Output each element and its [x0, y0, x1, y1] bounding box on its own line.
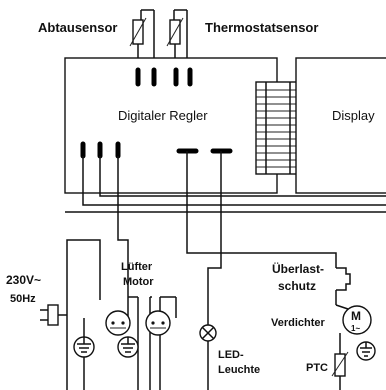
- supply-voltage-label: 230V~: [6, 273, 41, 287]
- overload-protector-icon: [335, 266, 351, 305]
- mains-plug-icon: [40, 304, 67, 326]
- controller-label: Digitaler Regler: [118, 108, 208, 123]
- defrost-sensor-symbol: [129, 9, 155, 58]
- connector-coil: [255, 81, 301, 175]
- overload-label-2: schutz: [278, 279, 316, 293]
- fan-motor-label-2: Motor: [123, 276, 154, 288]
- fan-motor-2-icon: [145, 310, 171, 336]
- defrost-sensor-label: Abtausensor: [38, 20, 117, 35]
- overload-label-1: Überlast-: [272, 261, 324, 276]
- led-lamp-icon: [199, 324, 217, 390]
- earth-symbol-1: [73, 336, 95, 358]
- fan-motor-label-1: Lüfter: [121, 261, 153, 273]
- compressor-label: Verdichter: [271, 317, 326, 329]
- display-label: Display: [332, 108, 375, 123]
- supply-frequency-label: 50Hz: [10, 293, 36, 305]
- fan-motor-1-icon: [105, 310, 131, 336]
- compressor-motor-symbol: M: [351, 309, 361, 323]
- compressor-earth-symbol: [356, 341, 376, 361]
- compressor-motor-icon: M 1~: [335, 304, 372, 335]
- compressor-motor-phase: 1~: [351, 324, 360, 333]
- led-label-2: Leuchte: [218, 364, 260, 376]
- earth-symbol-2: [117, 336, 139, 358]
- thermostat-sensor-symbol: [166, 9, 188, 58]
- ptc-resistor-icon: [331, 333, 349, 390]
- controller-block: [64, 57, 278, 194]
- thermostat-sensor-label: Thermostatsensor: [205, 20, 318, 35]
- sensor-pins: [135, 67, 193, 87]
- controller-wiring: [117, 151, 337, 326]
- output-pins-left: [80, 141, 121, 159]
- ptc-label: PTC: [306, 362, 328, 374]
- display-block: [295, 57, 386, 194]
- led-label-1: LED-: [218, 349, 244, 361]
